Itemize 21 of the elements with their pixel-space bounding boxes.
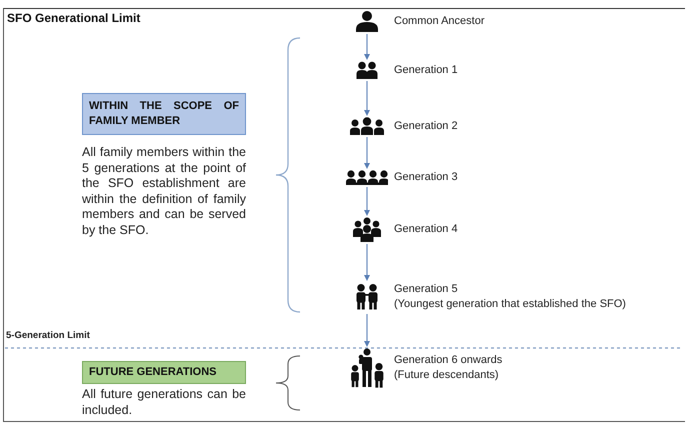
arrow — [364, 34, 370, 60]
arrow — [364, 186, 370, 216]
generation-label: Generation 1 — [394, 62, 458, 78]
limit-label: 5-Generation Limit — [6, 330, 90, 341]
generation-label: Generation 2 — [394, 118, 458, 134]
generation-label: (Youngest generation that established the SFO) — [394, 297, 626, 312]
heading-box: WITHIN THE SCOPE OF FAMILY MEMBER — [82, 93, 246, 135]
generation-label: Common Ancestor — [394, 14, 484, 28]
arrow — [364, 244, 370, 281]
arrow — [364, 80, 370, 116]
arrow — [364, 136, 370, 169]
generation-label: Generation 5 — [394, 282, 459, 297]
arrow — [364, 314, 370, 347]
generation-label: Generation 6 onwards — [394, 353, 502, 368]
generation-label: Generation 4 — [394, 222, 458, 237]
generation-label: (Future descendants) — [394, 368, 500, 383]
heading-box: FUTURE GENERATIONS — [82, 361, 246, 384]
description-text: All future generations can be included. — [82, 387, 246, 418]
generation-label: Generation 3 — [394, 170, 458, 185]
diagram-title: SFO Generational Limit — [7, 11, 140, 25]
description-text: All family members within the 5 generations at the point of the SFO establishment are within the definition of family members and can be served by the SFO. — [82, 145, 246, 238]
